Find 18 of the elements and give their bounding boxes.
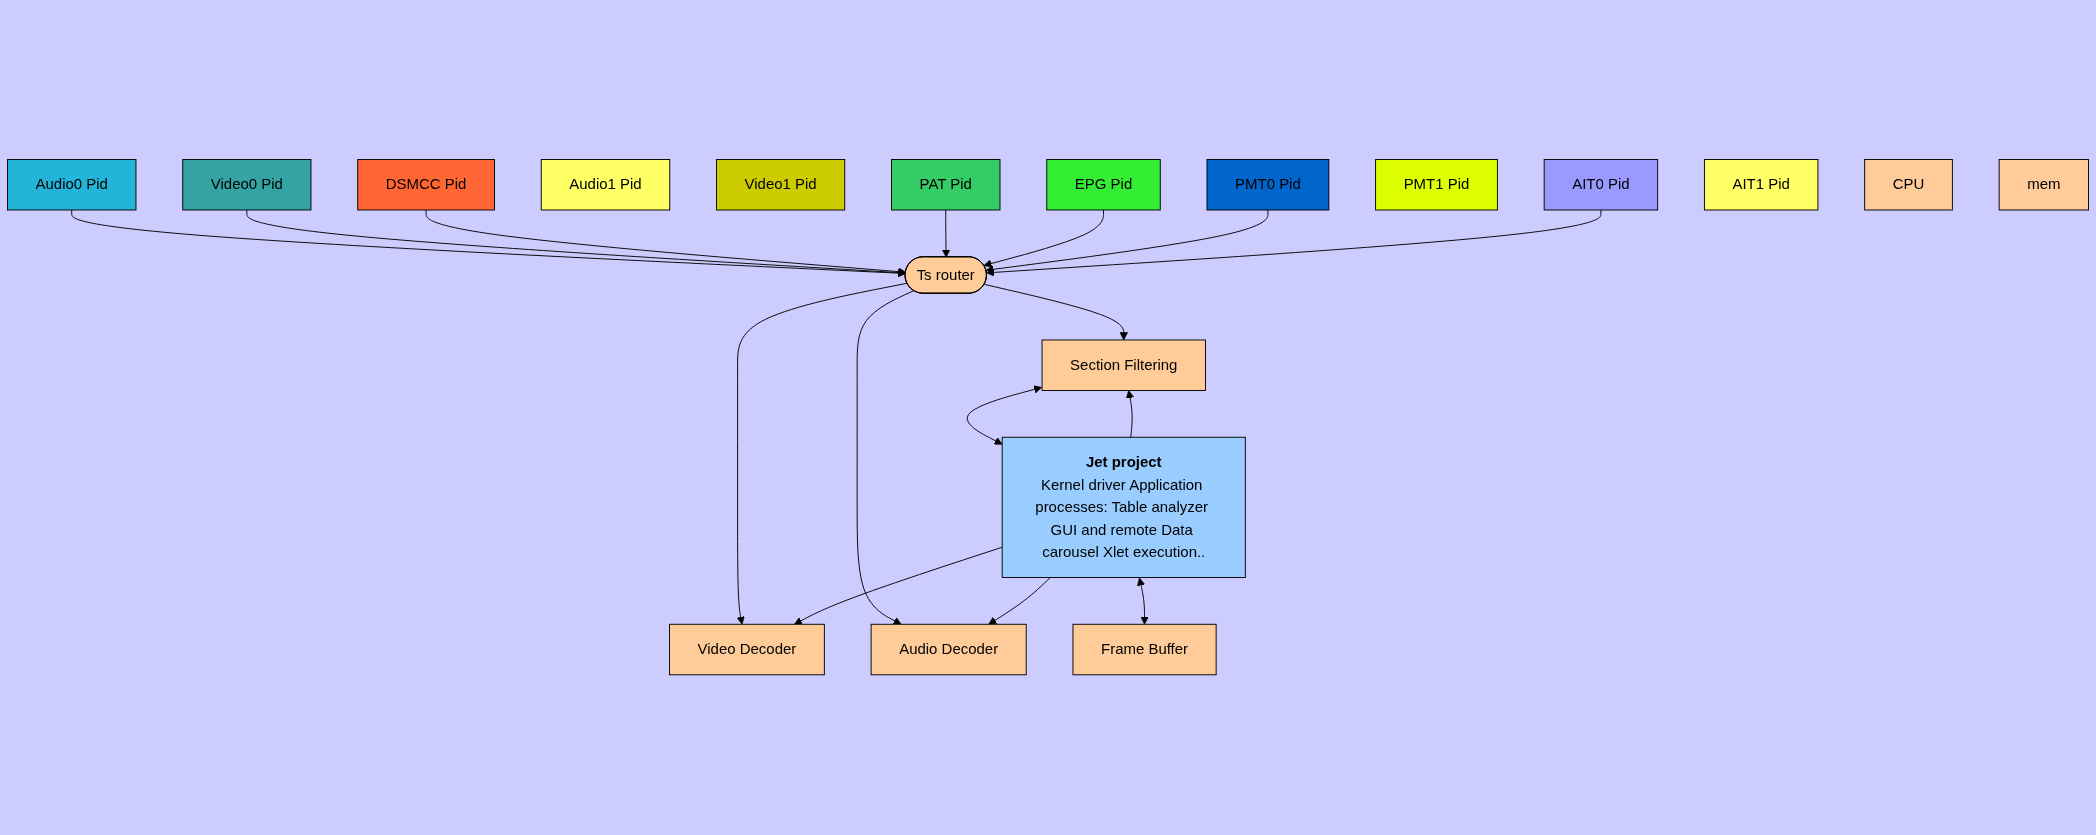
node-box: AIT0 Pid <box>1543 159 1659 211</box>
node-box: PAT Pid <box>891 159 1001 211</box>
node-box: PMT1 Pid <box>1375 159 1498 211</box>
node-box: PMT0 Pid <box>1206 159 1330 211</box>
node-box: Audio0 Pid <box>7 159 137 211</box>
node-box: DSMCC Pid <box>357 159 495 211</box>
node-box: EPG Pid <box>1046 159 1161 211</box>
node-box: Section Filtering <box>1041 339 1206 392</box>
node-box: Video1 Pid <box>716 159 846 211</box>
node-box: Frame Buffer <box>1072 624 1217 676</box>
node-box: Video Decoder <box>669 624 825 676</box>
node-box: Video0 Pid <box>182 159 312 211</box>
node-box: Audio Decoder <box>870 624 1027 676</box>
node-box: AIT1 Pid <box>1703 159 1819 211</box>
node-box: mem <box>1998 159 2089 211</box>
node-box: Audio1 Pid <box>540 159 671 211</box>
node-box: CPU <box>1864 159 1953 211</box>
node-box: Jet project Kernel driver Application processes: Table analyzer GUI and remote Data carousel Xlet execution.. <box>1001 437 1246 579</box>
